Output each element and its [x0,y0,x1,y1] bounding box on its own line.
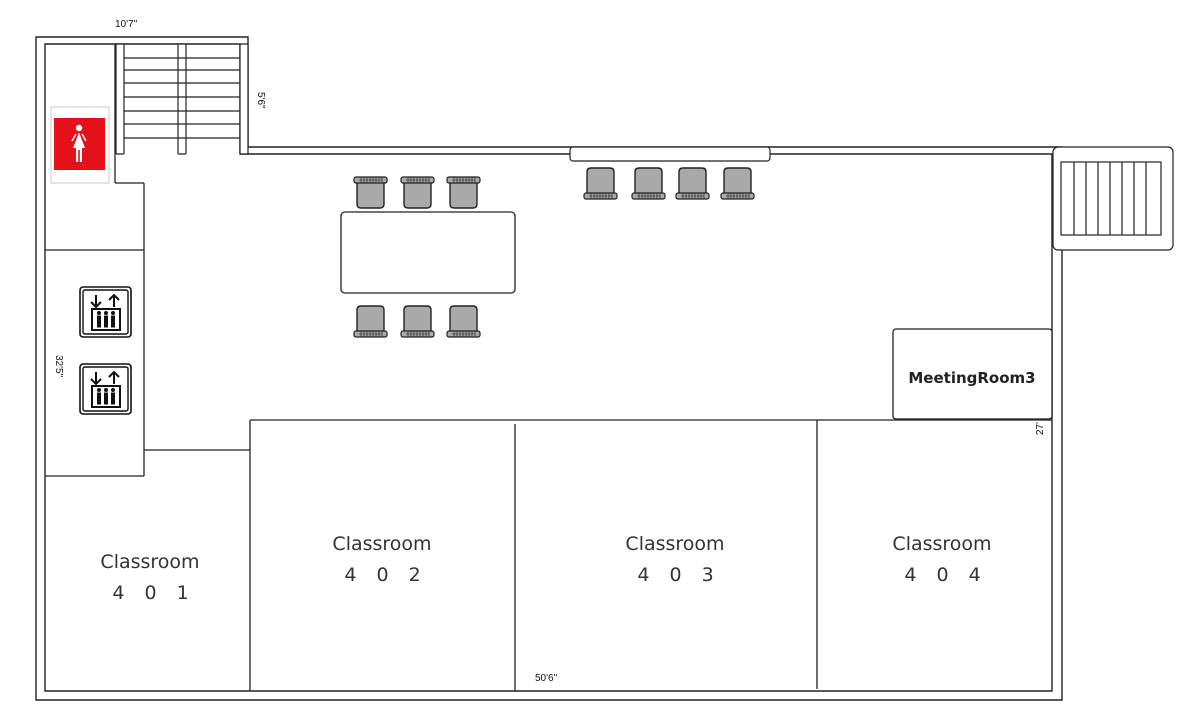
dimension-stair-height: 5'6" [255,92,266,109]
classroom-number: 4 0 2 [344,564,427,586]
classroom-403[interactable]: Classroom 4 0 3 [625,533,724,586]
elevator-icon[interactable] [79,363,132,415]
elevator-icon[interactable] [79,286,132,338]
dimension-left-height: 32'5" [53,355,64,378]
table-chairs-bottom [354,306,480,337]
classroom-label: Classroom [892,533,991,555]
counter-chairs [584,168,754,199]
meeting-room[interactable]: MeetingRoom3 [892,328,1053,420]
classroom-402[interactable]: Classroom 4 0 2 [332,533,431,586]
classroom-number: 4 0 4 [904,564,987,586]
classroom-404[interactable]: Classroom 4 0 4 [892,533,991,586]
counter [569,146,771,162]
core-partitions [45,44,1052,691]
classroom-number: 4 0 1 [112,582,195,604]
meeting-table [340,211,516,294]
classroom-label: Classroom [625,533,724,555]
classroom-label: Classroom [332,533,431,555]
classroom-number: 4 0 3 [637,564,720,586]
side-staircase [1052,146,1174,251]
table-chairs-top [353,176,481,209]
classroom-401[interactable]: Classroom 4 0 1 [100,551,199,604]
female-restroom-icon[interactable] [50,106,110,184]
meeting-room-label: MeetingRoom3 [908,369,1035,387]
classroom-label: Classroom [100,551,199,573]
main-staircase [115,43,249,155]
dimension-top-width: 10'7" [115,19,138,30]
dimension-right-small: 27' [1035,422,1046,435]
dimension-bottom-width: 50'6" [535,673,558,684]
